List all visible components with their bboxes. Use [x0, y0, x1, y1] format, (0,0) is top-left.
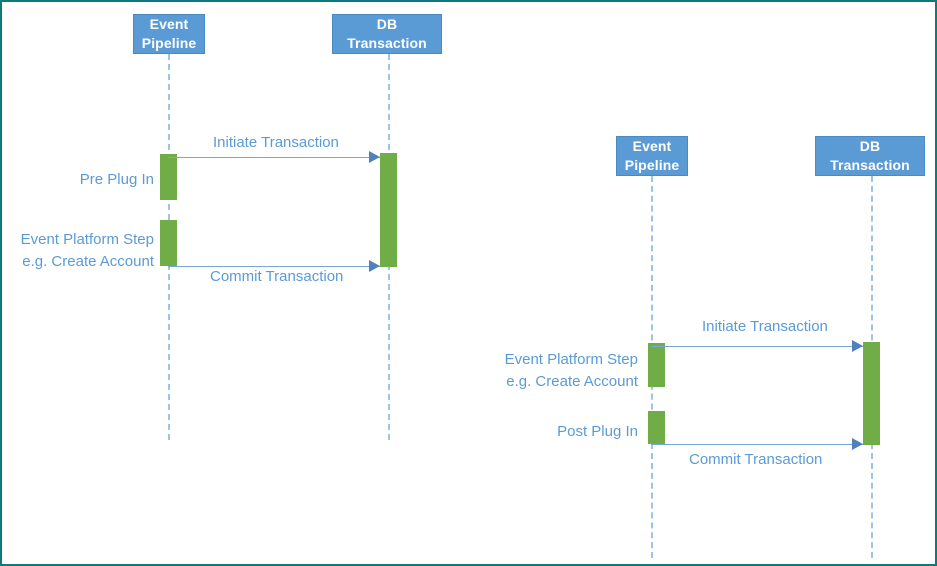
- step-label-line: Pre Plug In: [79, 171, 154, 188]
- step-label-line: Event Platform Step: [20, 231, 154, 248]
- step-label-event-platform-step: Event Platform Step e.g. Create Account: [10, 229, 154, 273]
- activation-event-platform-step[interactable]: [648, 343, 665, 387]
- arrowhead-initiate-transaction: [852, 340, 863, 352]
- message-line-initiate-transaction: [651, 346, 863, 347]
- step-label-line: e.g. Create Account: [506, 373, 638, 390]
- participant-db-transaction[interactable]: DB Transaction: [332, 14, 442, 54]
- participant-label-line1: Event: [149, 16, 189, 32]
- activation-db-transaction[interactable]: [863, 342, 880, 445]
- participant-label-line2: Transaction: [347, 35, 427, 51]
- arrowhead-commit-transaction: [369, 260, 380, 272]
- participant-db-transaction[interactable]: DB Transaction: [815, 136, 925, 176]
- step-label-line: Event Platform Step: [504, 351, 638, 368]
- step-label-post-plug-in: Post Plug In: [526, 421, 638, 443]
- step-label-pre-plug-in: Pre Plug In: [50, 169, 154, 191]
- message-label-initiate-transaction: Initiate Transaction: [213, 134, 339, 151]
- message-label-initiate-transaction: Initiate Transaction: [702, 318, 828, 335]
- participant-label-line2: Pipeline: [141, 35, 197, 51]
- participant-label-line1: DB: [376, 16, 398, 32]
- step-label-event-platform-step: Event Platform Step e.g. Create Account: [494, 349, 638, 393]
- activation-post-plug-in[interactable]: [648, 411, 665, 444]
- participant-event-pipeline[interactable]: Event Pipeline: [133, 14, 205, 54]
- message-line-initiate-transaction: [168, 157, 380, 158]
- participant-label-line2: Transaction: [830, 157, 910, 173]
- activation-pre-plug-in[interactable]: [160, 154, 177, 200]
- step-label-line: Post Plug In: [557, 423, 638, 440]
- activation-db-transaction[interactable]: [380, 153, 397, 267]
- message-label-commit-transaction: Commit Transaction: [689, 451, 823, 468]
- participant-label-line1: Event: [632, 138, 672, 154]
- message-line-commit-transaction: [651, 444, 863, 445]
- participant-label-line2: Pipeline: [624, 157, 680, 173]
- arrowhead-commit-transaction: [852, 438, 863, 450]
- message-line-commit-transaction: [168, 266, 380, 267]
- message-label-commit-transaction: Commit Transaction: [210, 268, 344, 285]
- arrowhead-initiate-transaction: [369, 151, 380, 163]
- step-label-line: e.g. Create Account: [22, 253, 154, 270]
- participant-label-line1: DB: [859, 138, 881, 154]
- participant-event-pipeline[interactable]: Event Pipeline: [616, 136, 688, 176]
- activation-event-platform-step[interactable]: [160, 220, 177, 266]
